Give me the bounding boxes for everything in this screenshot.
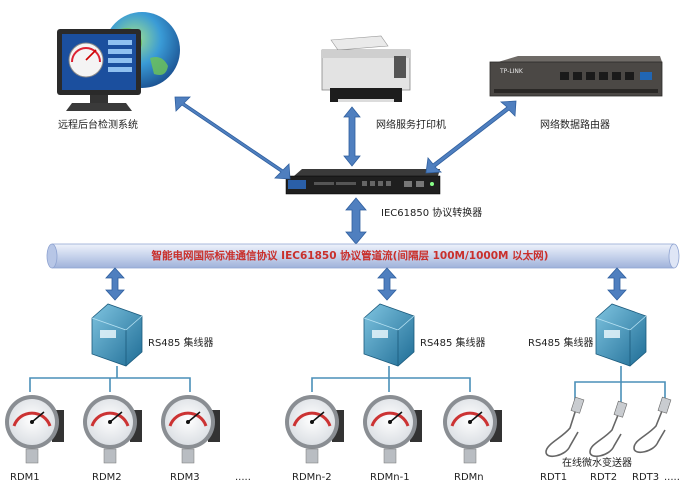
gauge-rdm3 (161, 395, 220, 464)
gauge-rdmn (443, 395, 502, 464)
arrow-converter-printer (343, 106, 361, 167)
arrow-bus-hub-2 (377, 267, 397, 301)
arrow-converter-router (425, 100, 517, 174)
transmitter-rdt1 (545, 396, 585, 458)
hub-3-label: RS485 集线器 (528, 338, 594, 349)
gauge-label-rdmn-1: RDMn-1 (370, 472, 410, 483)
gauge-label-rdmn-2: RDMn-2 (292, 472, 332, 483)
converter-label: IEC61850 协议转换器 (381, 208, 483, 219)
transmitter-rdt2 (589, 400, 628, 458)
bus-label: 智能电网国际标准通信协议 IEC61850 协议管道流(间隔层 100M/100… (151, 250, 549, 262)
router-brand: TP-LINK (499, 68, 524, 75)
gauge-label-rdmn: RDMn (454, 472, 484, 483)
transmitter-label-rdt1: RDT1 (540, 472, 568, 483)
arrow-bus-hub-3 (607, 267, 627, 301)
transmitter-caption: 在线微水变送器 (562, 458, 632, 469)
arrows-top (174, 96, 517, 245)
arrow-converter-monitor (174, 96, 291, 180)
hub-1-label: RS485 集线器 (148, 338, 214, 349)
gauge-rdm2 (83, 395, 142, 464)
gauge-label-rdm3: RDM3 (170, 472, 200, 483)
ethernet-bus (46, 243, 680, 269)
router-icon: TP-LINK (489, 56, 663, 97)
rs485-wiring (29, 366, 666, 402)
gauge-rdmn-1 (363, 395, 422, 464)
router-label: 网络数据路由器 (540, 120, 610, 131)
transmitter-rdt3 (633, 396, 672, 454)
hub-2-label: RS485 集线器 (420, 338, 486, 349)
monitor-label: 远程后台检测系统 (58, 120, 138, 131)
printer-label: 网络服务打印机 (376, 120, 446, 131)
monitor-icon (57, 29, 141, 111)
hub-2 (363, 303, 415, 367)
gauge-ellipsis: ..... (235, 472, 251, 483)
gauge-label-rdm1: RDM1 (10, 472, 40, 483)
arrow-bus-hub-1 (105, 267, 125, 301)
converter-icon (285, 169, 441, 195)
hub-3 (595, 303, 647, 367)
printer-icon (321, 35, 411, 102)
gauge-rdmn-2 (285, 395, 344, 464)
gauge-label-rdm2: RDM2 (92, 472, 122, 483)
transmitter-label-rdt3: RDT3 (632, 472, 660, 483)
arrows-bus-hubs (105, 267, 627, 301)
arrow-converter-bus (345, 197, 367, 245)
transmitter-ellipsis: ..... (664, 472, 680, 483)
gauge-rdm1 (5, 395, 64, 464)
hub-1 (91, 303, 143, 367)
transmitter-label-rdt2: RDT2 (590, 472, 618, 483)
